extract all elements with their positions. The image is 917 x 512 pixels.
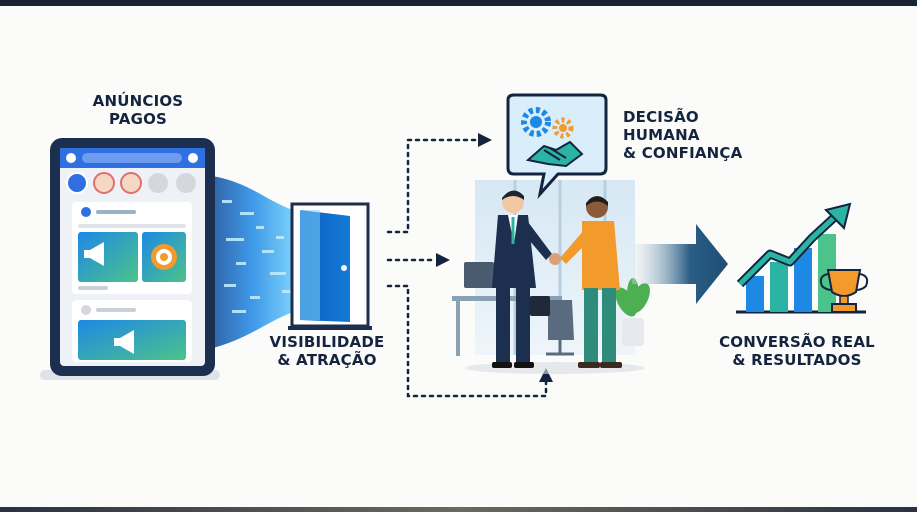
arrow-head-middle xyxy=(436,253,450,267)
bottom-border xyxy=(0,507,917,512)
arrow-head-bottom xyxy=(539,368,553,382)
arrow-head-top xyxy=(478,133,492,147)
visibility-label-line-2: & ATRAÇÃO xyxy=(277,351,377,369)
door xyxy=(288,202,372,330)
conversion-arrow xyxy=(632,224,728,304)
small-gear-icon xyxy=(552,117,574,139)
data-beam xyxy=(205,175,300,350)
decision-label: DECISÃO HUMANA & CONFIANÇA xyxy=(623,108,773,162)
ads-label-line-1: ANÚNCIOS xyxy=(92,92,184,110)
trophy-icon xyxy=(819,269,869,313)
decision-label-line-3: & CONFIANÇA xyxy=(623,144,743,162)
speech-bubble xyxy=(506,93,608,200)
ads-label-line-2: PAGOS xyxy=(108,110,168,128)
conversion-label: CONVERSÃO REAL & RESULTADOS xyxy=(712,333,882,369)
conversion-label-line-1: CONVERSÃO REAL xyxy=(719,333,875,351)
visibility-label: VISIBILIDADE & ATRAÇÃO xyxy=(262,333,392,369)
visibility-label-line-1: VISIBILIDADE xyxy=(269,333,385,351)
dotted-arrows xyxy=(386,138,548,398)
gear-icon xyxy=(521,107,551,137)
growth-chart-icon xyxy=(736,202,866,314)
ads-label: ANÚNCIOS PAGOS xyxy=(78,92,198,128)
decision-label-line-2: HUMANA xyxy=(623,126,700,144)
handshake xyxy=(549,253,561,265)
top-border xyxy=(0,0,917,6)
tablet-device xyxy=(40,138,220,380)
office-scene xyxy=(452,180,650,374)
conversion-label-line-2: & RESULTADOS xyxy=(732,351,862,369)
decision-label-line-1: DECISÃO xyxy=(623,108,699,126)
businessman xyxy=(492,190,552,368)
handshake-icon xyxy=(525,140,584,168)
client-man xyxy=(560,196,622,368)
